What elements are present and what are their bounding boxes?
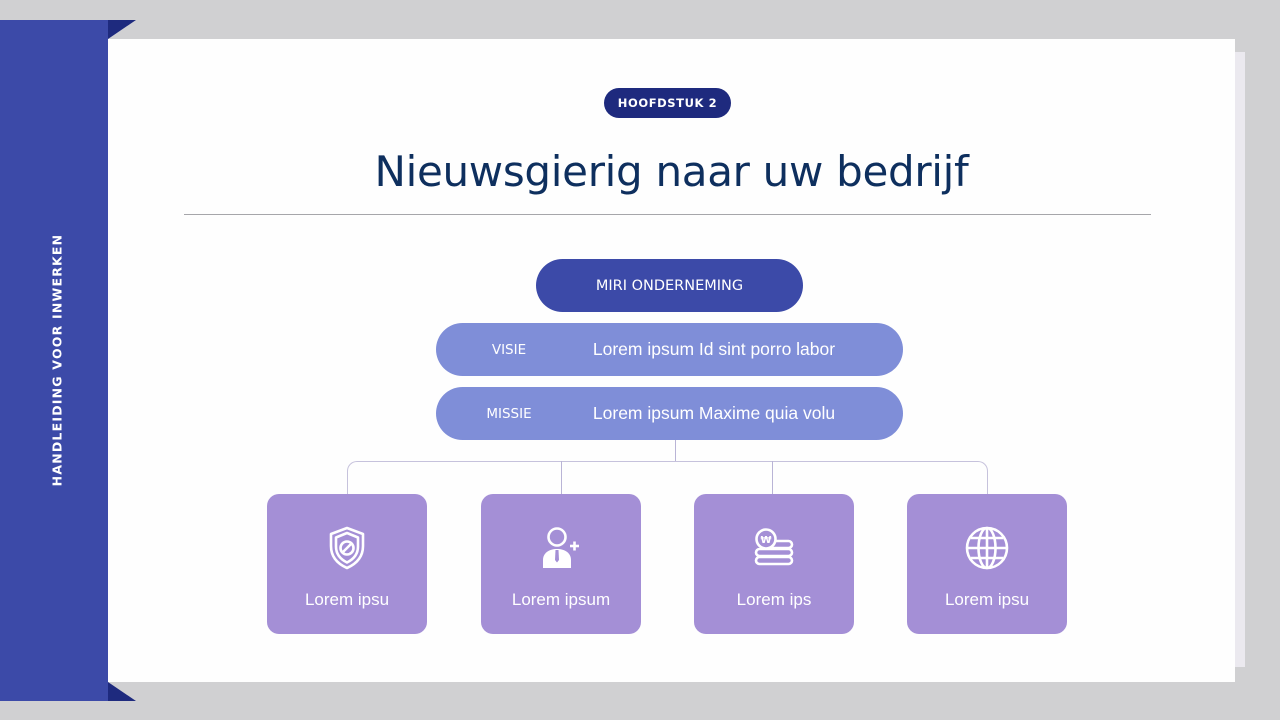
org-row-missie: MISSIE Lorem ipsum Maxime quia volu (436, 387, 903, 440)
connector-branch (347, 461, 988, 494)
svg-text:₩: ₩ (760, 535, 771, 546)
connector-drop-2 (561, 461, 562, 494)
shield-icon (323, 524, 371, 572)
org-root-node: MIRI ONDERNEMING (536, 259, 803, 312)
sidebar-fold-bottom (108, 682, 136, 701)
org-card-label: Lorem ipsum (511, 590, 611, 609)
org-card-label: Lorem ipsu (944, 590, 1030, 609)
org-card: Lorem ipsu (907, 494, 1067, 634)
org-card: ₩ Lorem ips (694, 494, 854, 634)
org-row-text: Lorem ipsum Id sint porro labor (592, 339, 836, 359)
title-divider (184, 214, 1151, 215)
org-row-label: MISSIE (486, 405, 532, 422)
coins-icon: ₩ (750, 524, 798, 572)
org-card: Lorem ipsum (481, 494, 641, 634)
add-user-icon (537, 524, 585, 572)
org-card-label: Lorem ips (736, 590, 812, 609)
sidebar-fold-top (108, 20, 136, 39)
connector-trunk (675, 440, 676, 461)
page-title: Nieuwsgierig naar uw bedrijf (374, 147, 969, 196)
chapter-badge: HOOFDSTUK 2 (604, 88, 731, 118)
org-card-label: Lorem ipsu (304, 590, 390, 609)
org-row-text: Lorem ipsum Maxime quia volu (592, 403, 836, 423)
sidebar-band (0, 20, 108, 701)
globe-icon (963, 524, 1011, 572)
org-card: Lorem ipsu (267, 494, 427, 634)
org-row-visie: VISIE Lorem ipsum Id sint porro labor (436, 323, 903, 376)
connector-drop-3 (772, 461, 773, 494)
org-row-label: VISIE (491, 341, 527, 358)
sidebar-label: HANDLEIDING VOOR INWERKEN (49, 233, 65, 487)
